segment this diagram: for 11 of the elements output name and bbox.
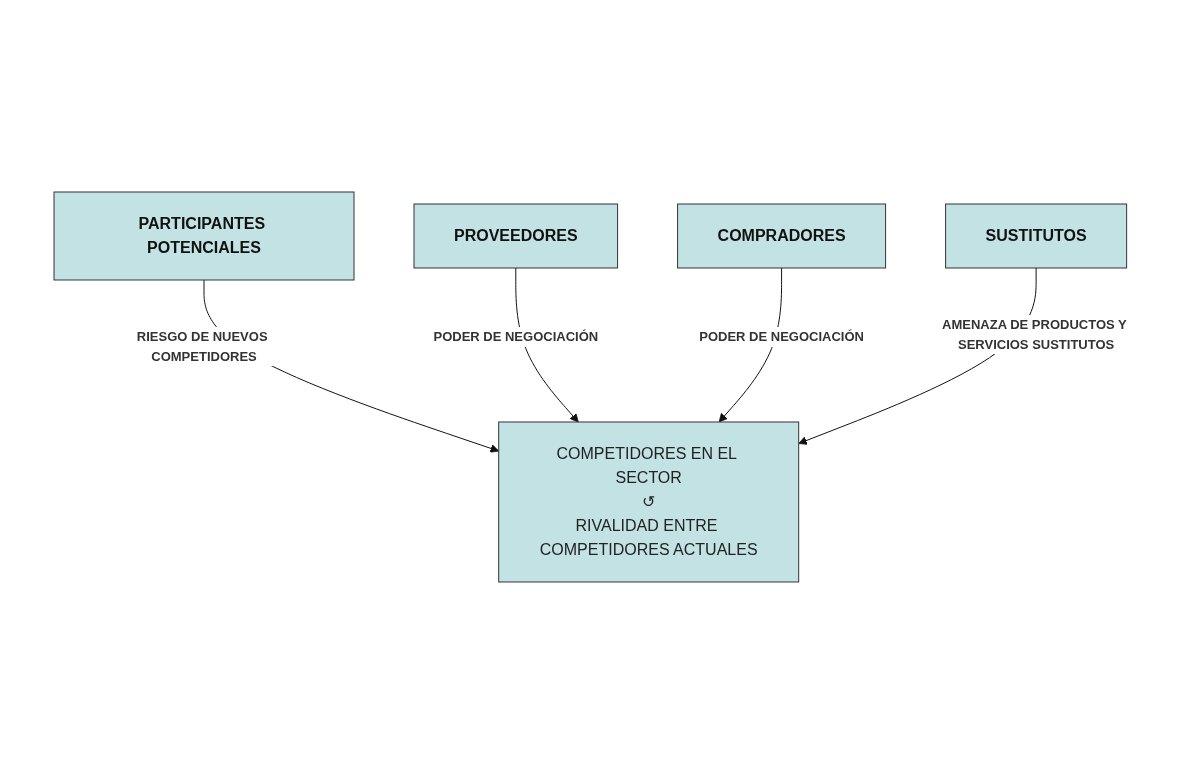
node-box: COMPRADORES [677, 203, 887, 268]
edge-label: RIESGO DE NUEVOS COMPETIDORES [136, 328, 268, 363]
node-box: PROVEEDORES [413, 203, 619, 268]
arrow [718, 267, 783, 422]
node-box: COMPETIDORES EN EL SECTOR ↺ RIVALIDAD ENTRE COMPETIDORES ACTUALES [498, 421, 800, 582]
edge-label: AMENAZA DE PRODUCTOS Y SERVICIOS SUSTITUTOS [942, 316, 1127, 351]
edge-label: PODER DE NEGOCIACIÓN [433, 328, 599, 344]
arrow [515, 267, 579, 422]
edge-label: PODER DE NEGOCIACIÓN [699, 328, 864, 344]
node-box: PARTICIPANTES POTENCIALES [53, 191, 355, 280]
node-box: SUSTITUTOS [945, 203, 1128, 268]
